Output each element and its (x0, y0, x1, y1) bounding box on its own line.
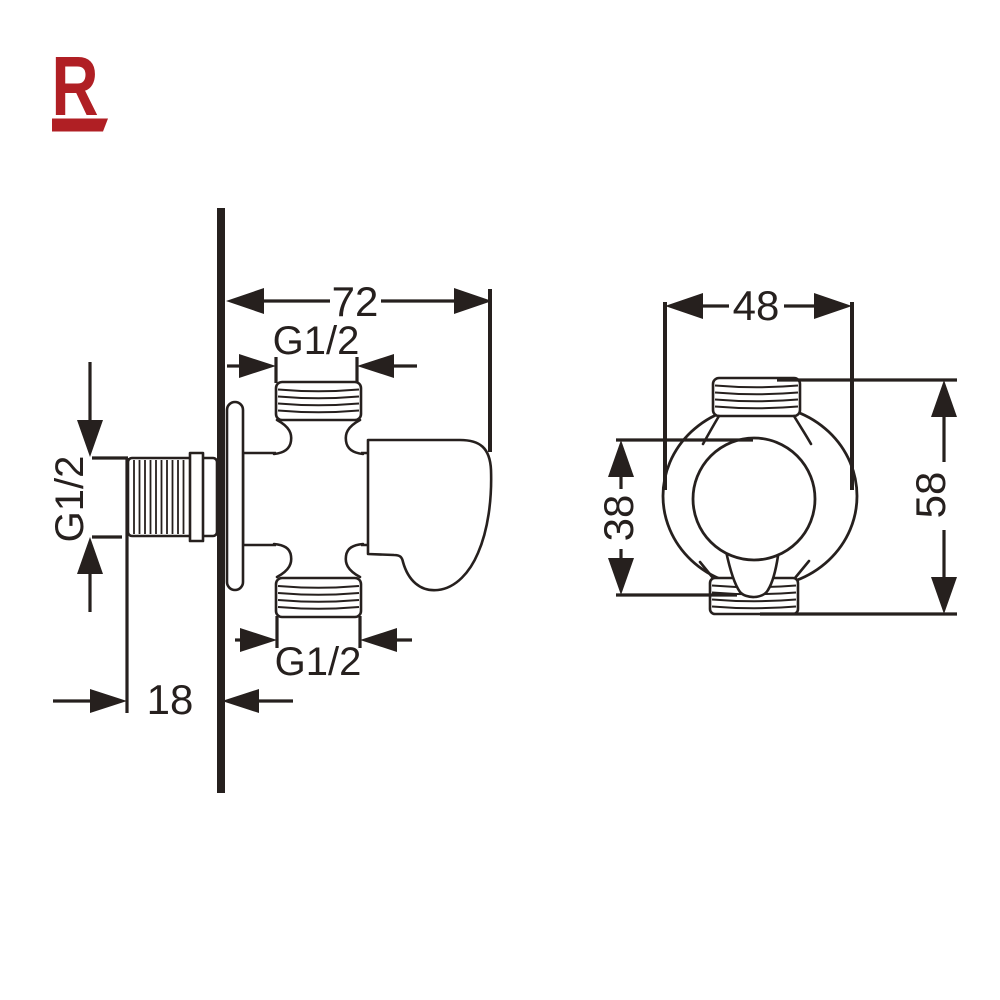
dimension-label-g12-inlet: G1/2 (48, 456, 92, 543)
dimension-g12-inlet: G1/2 (48, 362, 128, 612)
inlet-pipe (126, 451, 219, 543)
thread-ring (277, 585, 360, 589)
dimension-38: 38 (595, 438, 753, 597)
arrowhead-right (222, 689, 259, 713)
top-outlet-thread (274, 380, 363, 422)
valve-body (241, 451, 372, 547)
front-top-thread (711, 376, 802, 418)
thread-ring (711, 598, 797, 603)
thread-ring (714, 384, 799, 389)
mounting-flange (225, 400, 245, 592)
dimension-label-58: 58 (907, 472, 954, 519)
front-top-outlet (701, 376, 813, 446)
thread-ring (277, 402, 360, 407)
arrowhead-up (608, 440, 634, 477)
top-neck-right-edge (344, 418, 365, 456)
front-bottom-neck-left (698, 560, 715, 580)
arrowhead-down (77, 420, 103, 457)
top-neck-left-edge (272, 418, 293, 456)
handle-spout (724, 549, 780, 599)
thread-ring (714, 405, 799, 410)
handle-knob (366, 438, 493, 592)
arrowhead-right (454, 288, 492, 314)
dimension-g12-bottom: G1/2 (235, 616, 412, 684)
bottom-neck-left-edge (272, 542, 293, 579)
bottom-neck-right-edge (344, 542, 365, 579)
arrowhead-left (665, 293, 703, 319)
arrowhead-left (239, 354, 276, 378)
front-top-neck-right (792, 414, 813, 446)
thread-ring (277, 592, 360, 596)
front-bottom-neck-right (793, 559, 811, 580)
front-view-drawing: 48 58 38 (595, 282, 957, 616)
logo-underline (52, 118, 108, 132)
dimension-label-38: 38 (595, 495, 642, 542)
inlet-pipe-collar (188, 451, 205, 543)
bottom-outlet (272, 542, 365, 619)
thread-ring (277, 409, 360, 414)
bottom-outlet-thread (274, 576, 363, 619)
wall-line (217, 208, 225, 793)
arrowhead-down (608, 558, 634, 595)
arrowhead-right (357, 354, 394, 378)
thread-ring (714, 398, 799, 403)
thread-ring (277, 395, 360, 400)
arrowhead-left (226, 288, 264, 314)
logo-letter: R (52, 39, 99, 133)
arrowhead-up (931, 380, 957, 417)
top-outlet (272, 380, 365, 456)
arrowhead-right (360, 628, 397, 652)
arrowhead-up (77, 537, 103, 574)
dimension-label-18: 18 (147, 676, 194, 723)
brand-logo: R (52, 39, 108, 133)
dimension-label-48: 48 (733, 282, 780, 329)
side-view-drawing: 72 G1/2 G1/2 (48, 208, 493, 793)
arrowhead-left (90, 689, 127, 713)
dimension-58: 58 (760, 378, 957, 616)
dimension-label-72: 72 (332, 278, 379, 325)
thread-ring (711, 605, 797, 610)
arrowhead-right (814, 293, 852, 319)
dimension-label-g12-bottom: G1/2 (275, 640, 362, 684)
dimension-g12-top: G1/2 (227, 319, 417, 383)
thread-ring (277, 599, 360, 603)
dimension-label-g12-top: G1/2 (273, 319, 360, 363)
dimension-48: 48 (663, 282, 854, 490)
arrowhead-left (240, 628, 277, 652)
arrowhead-down (931, 577, 957, 614)
thread-ring (277, 606, 360, 610)
thread-ring (277, 388, 360, 393)
front-top-neck-left (701, 414, 721, 446)
handle-circle (691, 436, 817, 562)
inlet-thread-ridges (133, 460, 185, 534)
dimension-18: 18 (53, 458, 293, 723)
dimension-72: 72 (226, 278, 492, 452)
thread-ring (714, 391, 799, 396)
